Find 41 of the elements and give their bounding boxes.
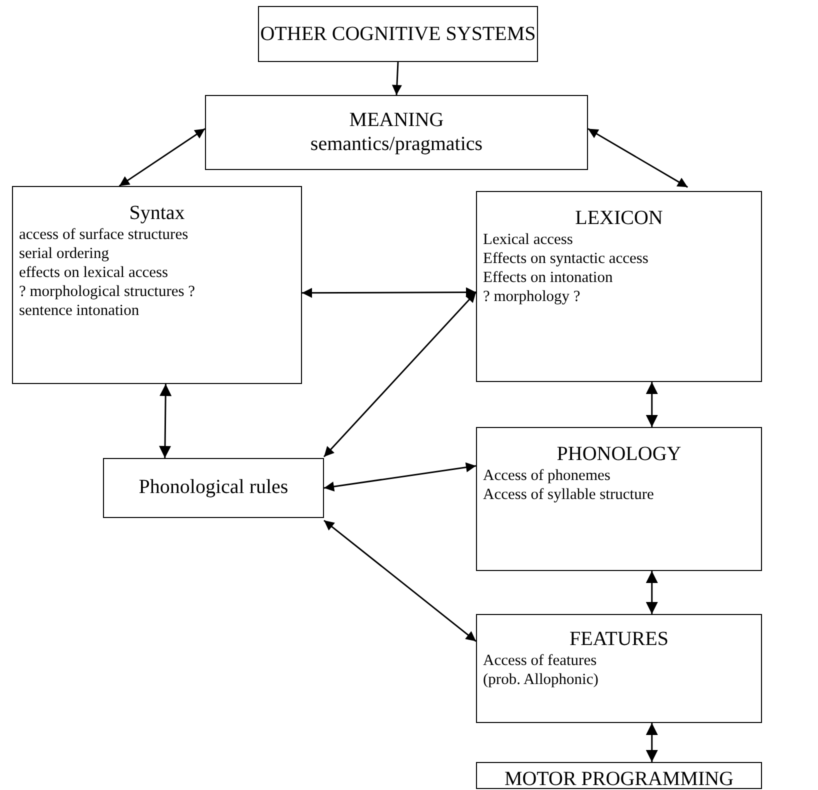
box-text: serial ordering: [18, 244, 110, 263]
arrow: [324, 520, 476, 642]
arrow: [646, 571, 658, 614]
box-text: ? morphological structures ?: [18, 282, 196, 301]
process-box: [476, 191, 762, 382]
arrow: [324, 462, 476, 492]
process-box: [258, 6, 538, 62]
box-title: MEANING: [348, 108, 445, 132]
box-title: Phonological rules: [138, 475, 290, 499]
box-text: effects on lexical access: [18, 263, 170, 282]
arrow: [588, 128, 688, 188]
box-text: Access of phonemes: [482, 466, 612, 485]
process-box: [103, 458, 324, 518]
box-text: Effects on intonation: [482, 268, 614, 287]
process-box: [205, 95, 588, 170]
box-title: LEXICON: [574, 206, 664, 230]
box-text: sentence intonation: [18, 301, 140, 320]
arrow: [118, 128, 206, 187]
box-text: Lexical access: [482, 230, 574, 249]
box-text: (prob. Allophonic): [482, 670, 600, 689]
arrow: [302, 287, 476, 298]
box-text: access of surface structures: [18, 225, 190, 244]
arrow: [392, 62, 402, 96]
arrow: [646, 382, 658, 427]
box-title: MOTOR PROGRAMMING: [503, 767, 735, 790]
box-text: Access of features: [482, 651, 598, 670]
arrow: [323, 292, 477, 458]
process-box: [12, 186, 302, 384]
box-title: PHONOLOGY: [556, 442, 682, 466]
box-text: semantics/pragmatics: [309, 132, 484, 156]
box-title: FEATURES: [568, 627, 670, 651]
box-title: OTHER COGNITIVE SYSTEMS: [259, 22, 537, 46]
box-text: Effects on syntactic access: [482, 249, 650, 268]
process-box: [476, 762, 762, 789]
arrow: [159, 384, 172, 458]
box-text: Access of syllable structure: [482, 485, 655, 504]
arrow: [646, 723, 658, 762]
process-box: [476, 427, 762, 571]
process-box: [476, 614, 762, 723]
box-title: Syntax: [128, 201, 186, 225]
box-text: ? morphology ?: [482, 287, 582, 306]
